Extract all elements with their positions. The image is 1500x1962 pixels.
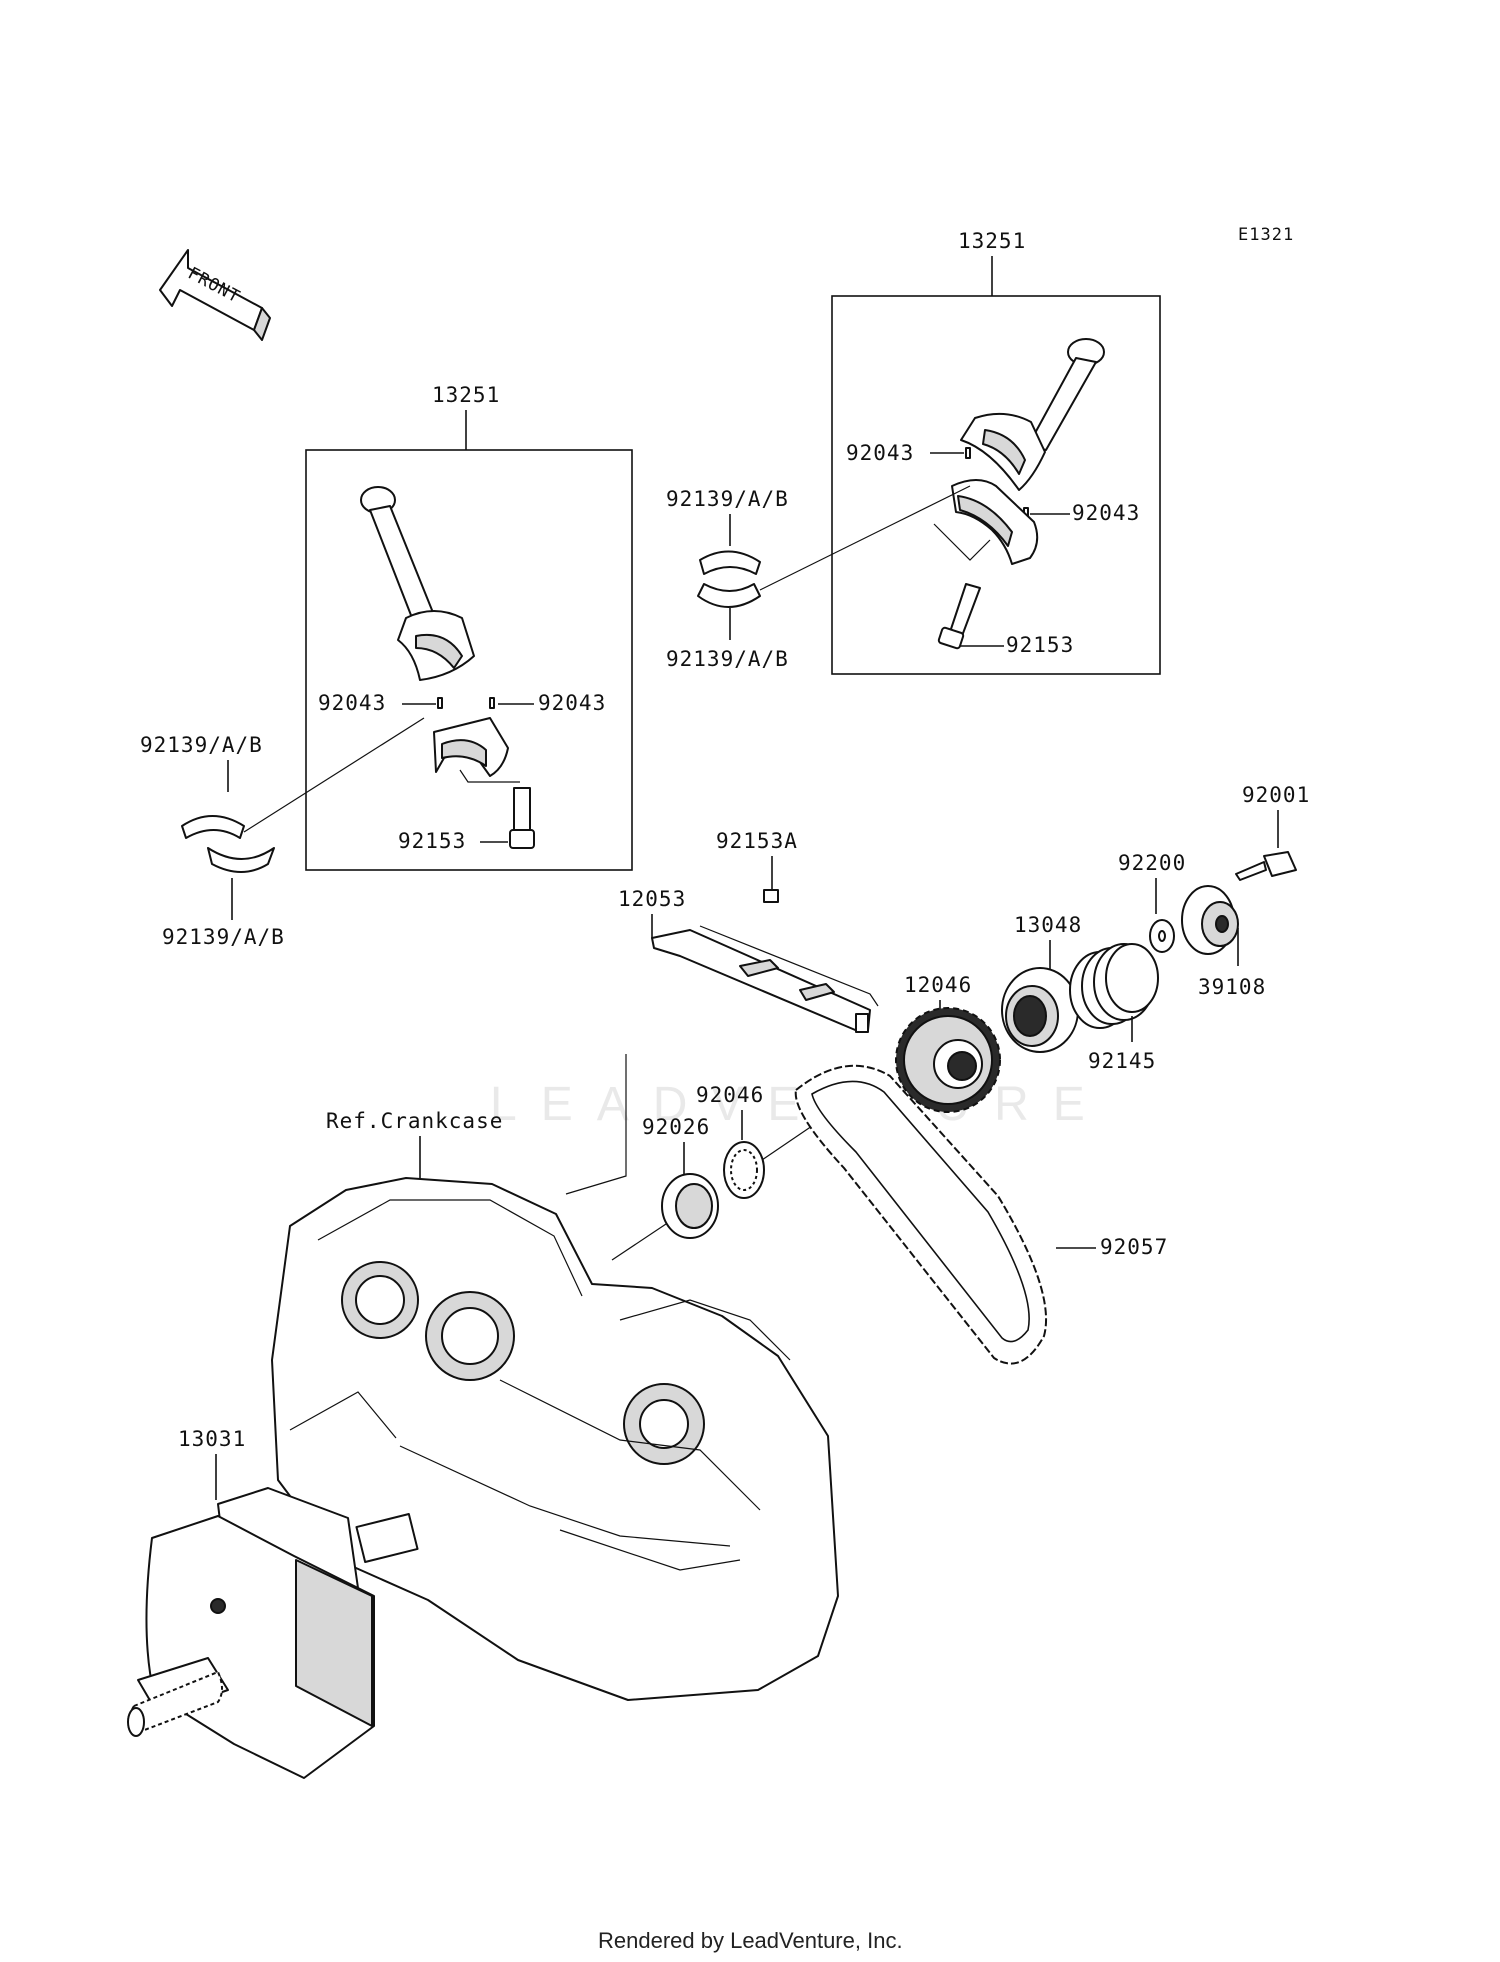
part-label-12053[interactable]: 12053 (618, 887, 686, 911)
part-label-92145[interactable]: 92145 (1088, 1049, 1156, 1073)
part-label-92200[interactable]: 92200 (1118, 851, 1186, 875)
conrod-box-right (831, 295, 1161, 675)
conrod-assembly-right: 13251 92043 92043 92153 (831, 229, 1161, 675)
part-label-92046[interactable]: 92046 (696, 1083, 764, 1107)
part-label-13048[interactable]: 13048 (1014, 913, 1082, 937)
spring-92145: 92145 (1069, 943, 1159, 1073)
bolt-92153A-icon (763, 889, 779, 903)
chain-guide-icon (651, 929, 871, 1033)
crankcase-icon (271, 1177, 839, 1701)
bearing-shell-lower-left-icon (207, 847, 275, 873)
part-label-92153A[interactable]: 92153A (716, 829, 798, 853)
part-label-92043-left-2[interactable]: 92043 (538, 691, 606, 715)
part-label-13031[interactable]: 13031 (178, 1427, 246, 1451)
part-label-92043-left-1[interactable]: 92043 (318, 691, 386, 715)
sprocket-gear-icon (895, 1007, 1001, 1113)
part-label-92139-right-2[interactable]: 92139/A/B (666, 647, 789, 671)
conrod-box-left (305, 449, 633, 871)
part-label-92153-right[interactable]: 92153 (1006, 633, 1074, 657)
part-label-13251-left[interactable]: 13251 (432, 383, 500, 407)
connecting-rod-left-icon (360, 486, 475, 681)
chain-guide-assembly: 92153A 12053 (565, 829, 879, 1195)
sprocket-12046: 12046 (895, 973, 1001, 1113)
part-label-12046[interactable]: 12046 (904, 973, 972, 997)
crankshaft-13031: 13031 (127, 1427, 419, 1779)
rod-cap-right-icon (951, 479, 1039, 565)
rod-bolt-left-icon (509, 787, 535, 849)
part-label-39108[interactable]: 39108 (1198, 975, 1266, 999)
ref-crankcase-label[interactable]: Ref.Crankcase (326, 1109, 503, 1133)
hex-bolt-icon (1235, 851, 1297, 881)
one-way-clutch-13048: 13048 (1001, 913, 1082, 1053)
clutch-hub-icon (1001, 967, 1079, 1053)
bearing-shells-left: 92139/A/B 92139/A/B (140, 717, 425, 949)
part-label-92026[interactable]: 92026 (642, 1115, 710, 1139)
part-label-92043-right-2[interactable]: 92043 (1072, 501, 1140, 525)
chain-loop-icon (794, 1064, 1048, 1365)
rod-bolt-right-icon (937, 583, 981, 650)
part-label-13251-right[interactable]: 13251 (958, 229, 1026, 253)
bearing-shells-right: 92139/A/B 92139/A/B (666, 485, 971, 671)
crankcase-reference: Ref.Crankcase (271, 1109, 839, 1701)
connecting-rod-right-icon (960, 338, 1105, 491)
part-label-92139-right-1[interactable]: 92139/A/B (666, 487, 789, 511)
bearing-shell-upper-left-icon (181, 815, 245, 839)
cap-39108: 39108 (1181, 885, 1266, 999)
part-label-92139-left-2[interactable]: 92139/A/B (162, 925, 285, 949)
part-label-92139-left-1[interactable]: 92139/A/B (140, 733, 263, 757)
front-arrow-icon: FRONT (159, 249, 271, 341)
crankshaft-icon (127, 1487, 419, 1779)
cam-chain-92057: 92057 (794, 1064, 1168, 1365)
rod-cap-left-icon (433, 717, 509, 777)
bearing-shell-upper-right-icon (699, 550, 761, 575)
bearing-shell-lower-right-icon (697, 583, 761, 608)
diagram-id: E1321 (1238, 225, 1294, 245)
washer-92200: 92200 (1118, 851, 1186, 953)
coil-spring-icon (1069, 943, 1159, 1029)
part-label-92001[interactable]: 92001 (1242, 783, 1310, 807)
retainer-cap-icon (1181, 885, 1239, 955)
footer-credit: Rendered by LeadVenture, Inc. (598, 1928, 903, 1953)
part-label-92153-left[interactable]: 92153 (398, 829, 466, 853)
conrod-assembly-left: 13251 92043 92043 92153 (305, 383, 633, 871)
part-label-92043-right-1[interactable]: 92043 (846, 441, 914, 465)
part-label-92057[interactable]: 92057 (1100, 1235, 1168, 1259)
bolt-92001: 92001 (1235, 783, 1310, 881)
seal-92026: 92026 (611, 1115, 719, 1261)
bearing-92046: 92046 (696, 1083, 813, 1199)
